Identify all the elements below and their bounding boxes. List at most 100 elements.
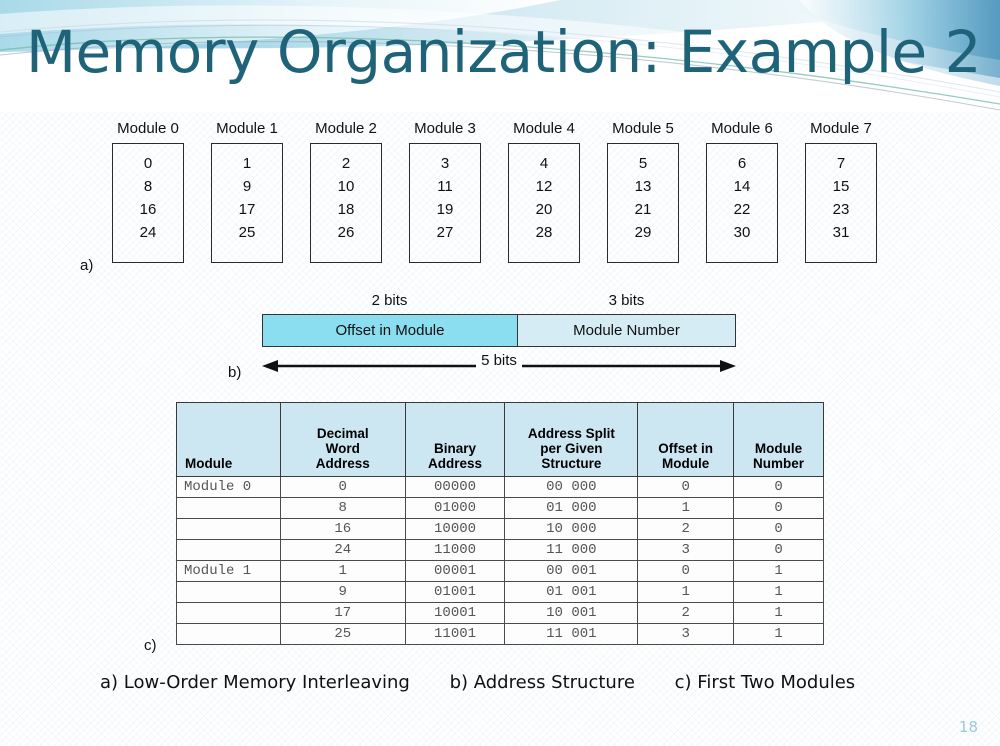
table-row: Module 1 1 00001 00 001 0 1 — [176, 560, 824, 582]
cell-module — [176, 539, 281, 561]
col-header-module: Module — [176, 402, 281, 477]
header-line: Module — [662, 456, 710, 471]
total-bits-label: 5 bits — [476, 352, 522, 369]
cell-module: Module 0 — [176, 476, 281, 498]
module-label: Module 5 — [612, 120, 674, 137]
module-column-0: Module 0 0 8 16 24 — [112, 120, 184, 263]
cell-offset: 3 — [637, 539, 735, 561]
module-column-5: Module 5 5 13 21 29 — [607, 120, 679, 263]
module-column-2: Module 2 2 10 18 26 — [310, 120, 382, 263]
module-cell: 20 — [535, 201, 553, 218]
part-c-label: c) — [144, 637, 157, 654]
module-cell: 21 — [634, 201, 652, 218]
header-line: Number — [753, 456, 805, 471]
module-box: 0 8 16 24 — [112, 143, 184, 263]
offset-bits-label: 2 bits — [371, 292, 408, 309]
cell-split: 01 000 — [504, 497, 639, 519]
cell-modnum: 0 — [733, 497, 824, 519]
cell-binary: 10000 — [404, 518, 506, 540]
cell-modnum: 1 — [733, 560, 824, 582]
module-column-1: Module 1 1 9 17 25 — [211, 120, 283, 263]
cell-binary: 01001 — [404, 581, 506, 603]
cell-decimal: 9 — [279, 581, 406, 603]
module-label: Module 2 — [315, 120, 377, 137]
module-box: 2 10 18 26 — [310, 143, 382, 263]
module-cell: 25 — [238, 224, 256, 241]
cell-offset: 0 — [637, 560, 735, 582]
cell-modnum: 1 — [733, 581, 824, 603]
module-column-4: Module 4 4 12 20 28 — [508, 120, 580, 263]
cell-decimal: 17 — [279, 602, 406, 624]
module-cell: 1 — [242, 155, 252, 172]
col-header-binary-address: Binary Address — [404, 402, 506, 477]
col-header-module-number: Module Number — [733, 402, 824, 477]
cell-decimal: 24 — [279, 539, 406, 561]
cell-split: 10 001 — [504, 602, 639, 624]
module-cell: 30 — [733, 224, 751, 241]
cell-offset: 1 — [637, 497, 735, 519]
table-row: 9 01001 01 001 1 1 — [176, 581, 824, 603]
cell-module: Module 1 — [176, 560, 281, 582]
module-label: Module 4 — [513, 120, 575, 137]
module-column-3: Module 3 3 11 19 27 — [409, 120, 481, 263]
decorative-banner — [0, 0, 1000, 112]
module-cell: 5 — [638, 155, 648, 172]
cell-binary: 01000 — [404, 497, 506, 519]
caption-item-a: a) Low-Order Memory Interleaving — [100, 672, 410, 693]
cell-split: 00 001 — [504, 560, 639, 582]
table-row: 8 01000 01 000 1 0 — [176, 497, 824, 519]
cell-modnum: 0 — [733, 476, 824, 498]
module-cell: 17 — [238, 201, 256, 218]
module-label: Module 0 — [117, 120, 179, 137]
module-cell: 0 — [143, 155, 153, 172]
module-cell: 22 — [733, 201, 751, 218]
header-line: per Given — [540, 441, 603, 456]
module-cell: 16 — [139, 201, 157, 218]
cell-split: 00 000 — [504, 476, 639, 498]
cell-offset: 1 — [637, 581, 735, 603]
module-number-segment: Module Number — [518, 315, 735, 346]
total-bits-span: 5 bits — [262, 352, 736, 378]
module-cell: 28 — [535, 224, 553, 241]
col-header-decimal-word-address: Decimal Word Address — [279, 402, 406, 477]
module-label: Module 1 — [216, 120, 278, 137]
module-cell: 14 — [733, 178, 751, 195]
module-box: 7 15 23 31 — [805, 143, 877, 263]
table-body: Module 0 0 00000 00 000 0 0 8 01000 01 0… — [176, 476, 824, 645]
module-column-6: Module 6 6 14 22 30 — [706, 120, 778, 263]
address-mapping-table-wrap: Module Decimal Word Address Binary Addre… — [176, 402, 824, 645]
header-line: Module — [185, 456, 233, 471]
cell-modnum: 0 — [733, 539, 824, 561]
module-cell: 27 — [436, 224, 454, 241]
cell-binary: 11001 — [404, 623, 506, 645]
module-cell: 4 — [539, 155, 549, 172]
table-row: 24 11000 11 000 3 0 — [176, 539, 824, 561]
module-cell: 23 — [832, 201, 850, 218]
page-number: 18 — [958, 718, 978, 736]
table-row: 16 10000 10 000 2 0 — [176, 518, 824, 540]
offset-in-module-segment: Offset in Module — [263, 315, 518, 346]
header-line: Address — [315, 456, 370, 471]
header-line: Offset in — [658, 441, 714, 456]
part-a-label: a) — [80, 257, 94, 274]
module-cell: 8 — [143, 178, 153, 195]
cell-decimal: 1 — [279, 560, 406, 582]
total-bits-label-wrap: 5 bits — [262, 352, 736, 369]
module-cell: 31 — [832, 224, 850, 241]
caption-item-b: b) Address Structure — [449, 672, 635, 693]
module-cell: 18 — [337, 201, 355, 218]
header-line: Address — [428, 456, 483, 471]
header-line: Address Split — [527, 426, 615, 441]
module-cell: 19 — [436, 201, 454, 218]
figure-caption: a) Low-Order Memory Interleaving b) Addr… — [100, 672, 900, 693]
col-header-address-split: Address Split per Given Structure — [504, 402, 639, 477]
module-column-7: Module 7 7 15 23 31 — [805, 120, 877, 263]
figure-container: Module 0 0 8 16 24 Module 1 1 9 17 25 — [0, 112, 1000, 746]
module-box: 3 11 19 27 — [409, 143, 481, 263]
cell-split: 11 001 — [504, 623, 639, 645]
part-b-label: b) — [228, 364, 242, 381]
header-line: Structure — [541, 456, 602, 471]
module-cell: 11 — [437, 178, 453, 195]
module-cell: 10 — [337, 178, 355, 195]
